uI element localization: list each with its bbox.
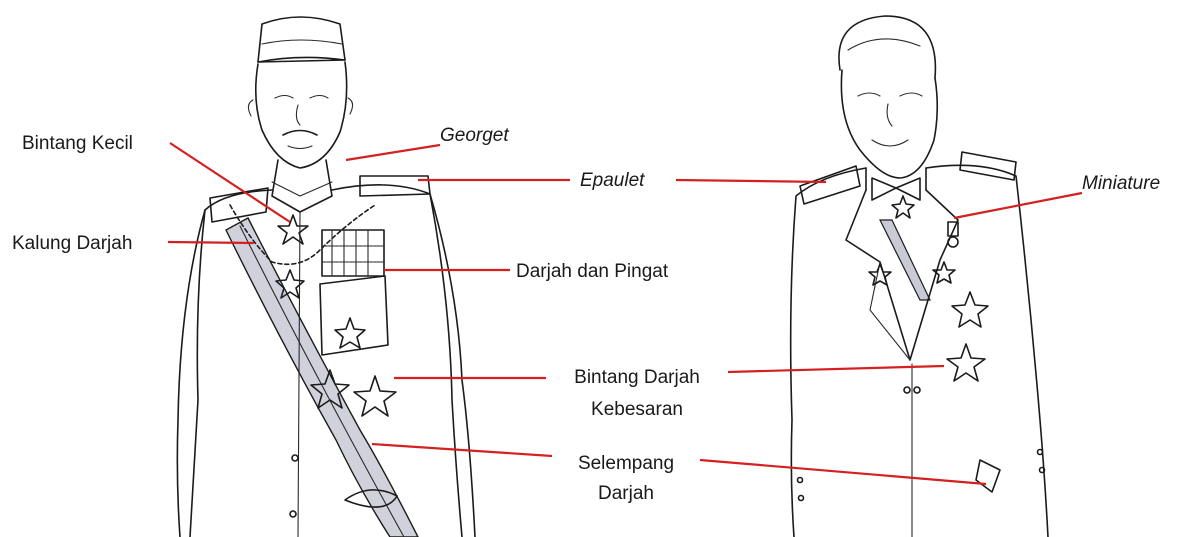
label-selempang-line2: Darjah	[556, 484, 696, 503]
label-miniature: Miniature	[1082, 174, 1160, 193]
leader-selempang-right	[700, 460, 986, 484]
left-head	[256, 62, 347, 168]
label-bintang-kecil: Bintang Kecil	[22, 134, 133, 153]
right-small-star	[869, 264, 891, 285]
medal-ribbon-bar	[322, 230, 384, 276]
bow-tie	[872, 178, 920, 200]
left-grand-star-2	[354, 376, 396, 416]
label-bintang-darjah-line2: Kebesaran	[552, 400, 722, 419]
label-darjah-dan-pingat: Darjah dan Pingat	[516, 262, 668, 281]
neck-badge	[892, 196, 914, 218]
label-georget: Georget	[440, 126, 509, 145]
label-epaulet: Epaulet	[580, 171, 644, 190]
leader-epaulet-right	[676, 180, 826, 182]
right-star-2	[947, 344, 985, 381]
moustache	[283, 131, 317, 136]
right-head	[841, 70, 937, 178]
leader-selempang-left	[372, 444, 552, 456]
label-selempang-line1: Selempang	[556, 454, 696, 473]
miniature-medal	[948, 237, 958, 247]
leader-georget	[346, 145, 440, 160]
left-epaulet-l	[210, 188, 268, 222]
label-kalung-darjah: Kalung Darjah	[12, 234, 132, 253]
breast-pocket	[320, 276, 388, 355]
neck-star	[278, 215, 308, 244]
sash-end-pendant	[976, 460, 1000, 492]
right-figure-suit	[791, 16, 1048, 537]
label-bintang-darjah-line1: Bintang Darjah	[552, 368, 722, 387]
right-small-star-2	[933, 262, 955, 283]
left-figure-uniform	[177, 17, 475, 537]
leader-kalung-darjah	[168, 242, 254, 243]
right-star-1	[952, 292, 988, 327]
left-torso-right	[332, 185, 462, 537]
